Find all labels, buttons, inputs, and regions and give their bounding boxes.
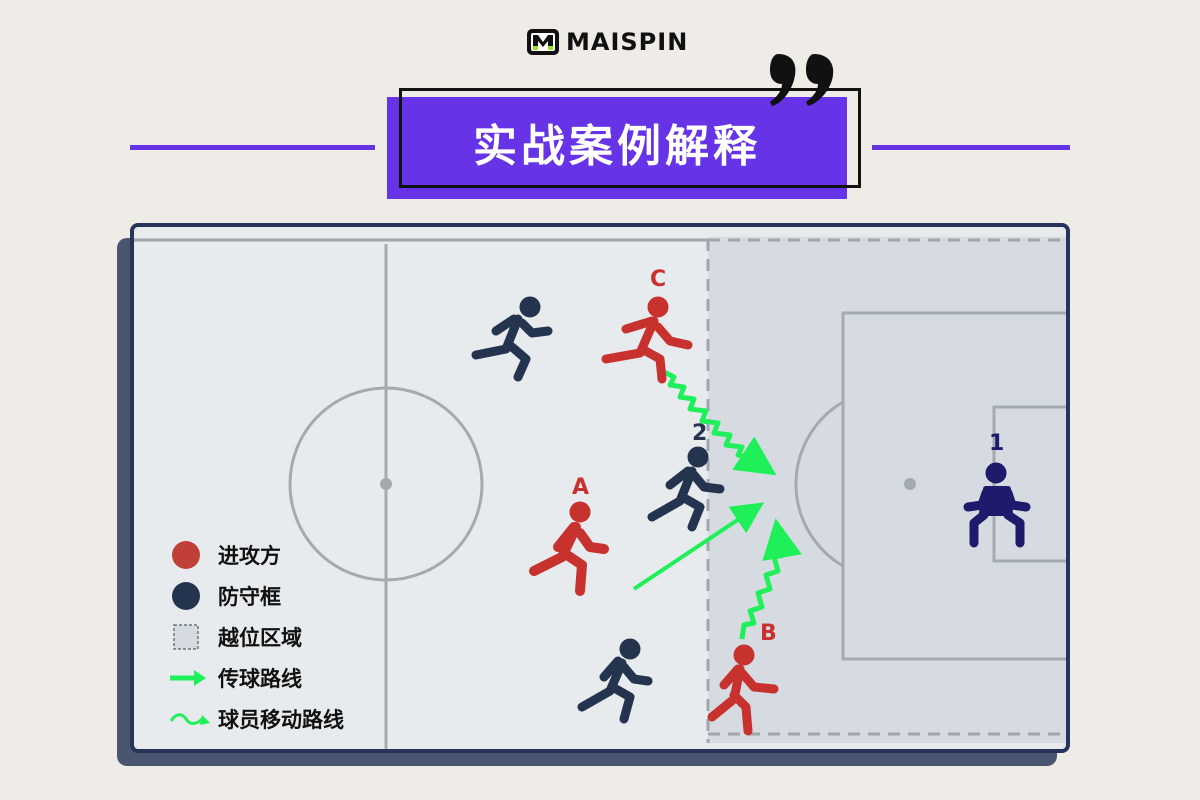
title-frame <box>399 88 861 188</box>
defender-runner-icon <box>471 296 553 382</box>
title-line-right <box>872 145 1070 150</box>
legend-item-pass: 传球路线 <box>170 657 344 698</box>
legend-item-defense: 防守框 <box>170 575 344 616</box>
legend: 进攻方 防守框 越位区域 传球路线 球员移动路线 <box>170 534 344 739</box>
page-title: 实战案例解释 <box>473 121 761 172</box>
closing-quote-icon <box>770 54 834 106</box>
player-label-b: B <box>760 621 777 646</box>
player-label-1: 1 <box>989 431 1005 456</box>
field-diagram <box>134 237 1066 749</box>
attacker-runner-icon <box>707 644 779 736</box>
red-circle-icon <box>172 540 200 569</box>
player-label-c: C <box>650 267 667 292</box>
attacker-runner-icon <box>529 501 609 596</box>
goalkeeper-icon <box>963 462 1031 548</box>
player-label-2: 2 <box>692 421 708 446</box>
legend-item-movement: 球员移动路线 <box>170 698 344 739</box>
defender-runner-icon <box>577 638 653 724</box>
dashed-square-icon <box>173 623 199 650</box>
soccer-field: C A B 2 1 <box>130 223 1070 753</box>
brand-logo: MAISPIN <box>526 28 688 56</box>
brand-name: MAISPIN <box>566 28 689 56</box>
legend-item-attack: 进攻方 <box>170 534 344 575</box>
attacker-runner-icon <box>601 296 693 384</box>
player-label-a: A <box>572 475 590 500</box>
wavy-arrow-icon <box>170 712 210 725</box>
navy-circle-icon <box>172 581 200 610</box>
straight-arrow-icon <box>170 669 206 686</box>
defender-runner-icon <box>647 446 725 532</box>
title-line-left <box>130 145 375 150</box>
legend-item-offside: 越位区域 <box>170 616 344 657</box>
m-logo-icon <box>527 29 559 55</box>
title-banner <box>387 97 847 199</box>
